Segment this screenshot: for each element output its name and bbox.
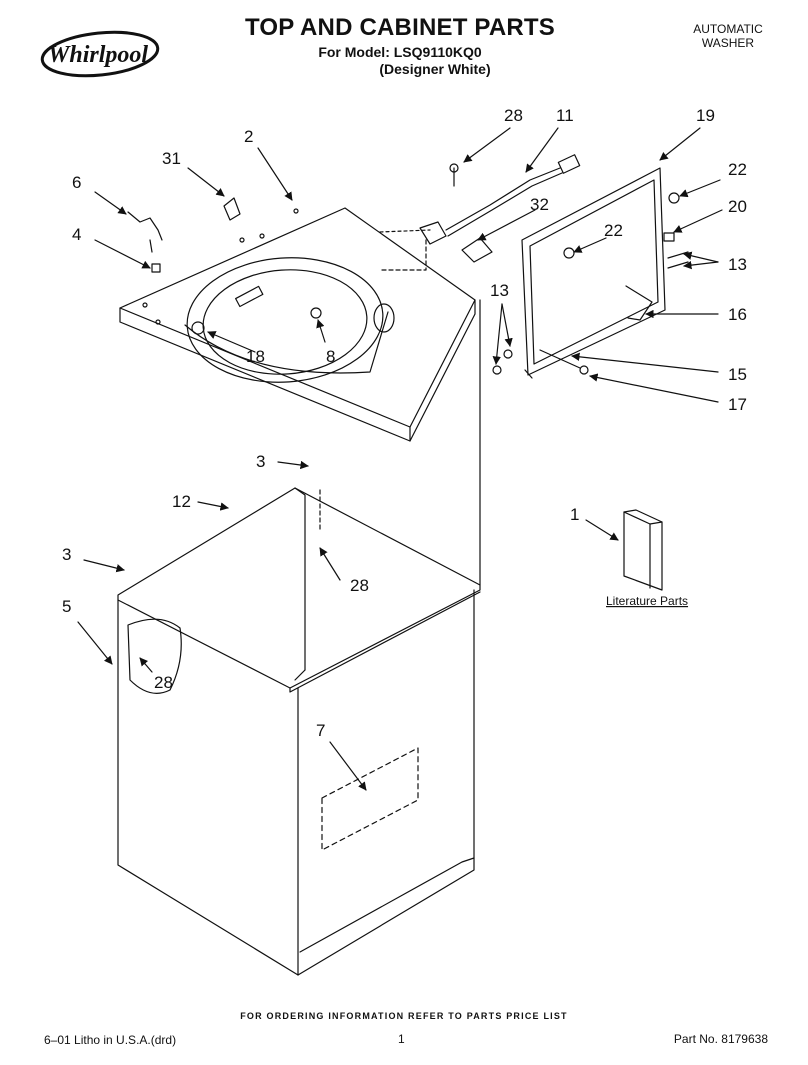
lid-switch-harness [379, 154, 581, 271]
callout-31: 31 [162, 149, 181, 168]
callout-22: 22 [728, 160, 747, 179]
callout-8: 8 [326, 347, 335, 366]
callout-18: 18 [246, 347, 265, 366]
literature-packet [623, 509, 663, 591]
callout-4: 4 [72, 225, 81, 244]
top-panel [119, 207, 476, 442]
page-title: TOP AND CABINET PARTS [244, 14, 555, 41]
literature-parts-label: Literature Parts [606, 594, 688, 608]
callout-5: 5 [62, 597, 71, 616]
callout-6: 6 [72, 173, 81, 192]
brand-name: Whirlpool [48, 42, 148, 68]
callout-28b: 28 [350, 576, 369, 595]
callout-32: 32 [530, 195, 549, 214]
top-hardware [127, 192, 689, 375]
model-line: For Model: LSQ9110KQ0 [318, 44, 482, 60]
callout-16: 16 [728, 305, 747, 324]
callout-3b: 3 [62, 545, 71, 564]
callout-13b: 13 [490, 281, 509, 300]
page-number: 1 [398, 1032, 405, 1046]
whirlpool-logo: Whirlpool [40, 28, 172, 80]
callout-28c: 28 [154, 673, 173, 692]
callout-17: 17 [728, 395, 747, 414]
callout-1: 1 [570, 505, 579, 524]
logo-swoosh: Whirlpool [40, 30, 160, 78]
cabinet [117, 299, 481, 976]
color-line: (Designer White) [379, 61, 491, 77]
callout-3: 3 [256, 452, 265, 471]
product-type-line2: WASHER [701, 36, 755, 50]
callout-28: 28 [504, 106, 523, 125]
part-number: Part No. 8179638 [673, 1032, 768, 1046]
callout-leaders [77, 127, 723, 791]
product-type-line1: AUTOMATIC [693, 22, 763, 36]
litho-line: 6–01 Litho in U.S.A.(drd) [44, 1033, 177, 1047]
callout-19: 19 [696, 106, 715, 125]
callout-11: 11 [556, 106, 574, 125]
ordering-note: FOR ORDERING INFORMATION REFER TO PARTS … [240, 1011, 568, 1021]
callout-12: 12 [172, 492, 191, 511]
callout-7: 7 [316, 721, 325, 740]
callout-20: 20 [728, 197, 747, 216]
callout-22b: 22 [604, 221, 623, 240]
callout-labels: 28 11 19 2 31 22 6 32 20 4 22 13 16 13 8… [62, 106, 747, 740]
callout-13: 13 [728, 255, 747, 274]
callout-15: 15 [728, 365, 747, 384]
callout-2: 2 [244, 127, 253, 146]
